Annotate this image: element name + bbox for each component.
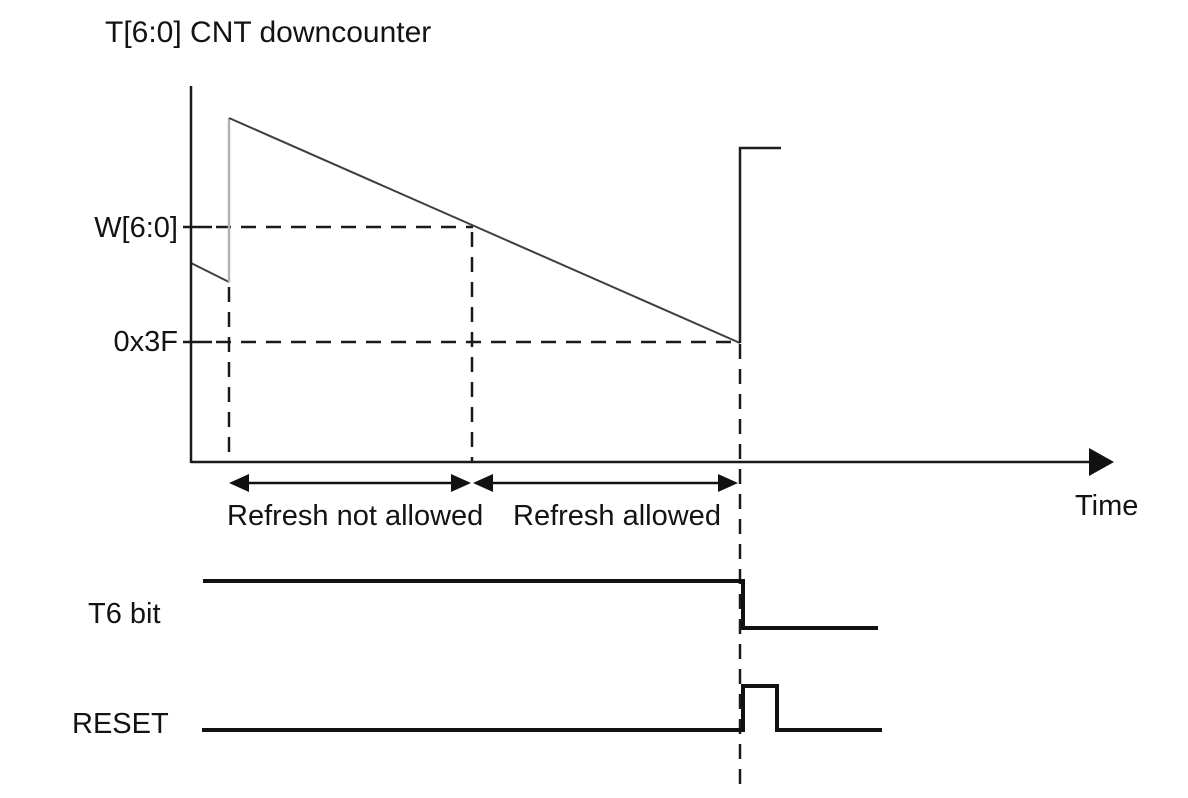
reset-signal-label: RESET [72,708,169,740]
refresh-allowed-arrow-left-head [473,474,493,492]
w-tick-label: W[6:0] [94,212,178,244]
refresh-allowed-arrow-right-head [718,474,738,492]
x-axis-arrowhead [1089,448,1114,476]
diagram-title: T[6:0] CNT downcounter [105,16,431,49]
refresh-not-allowed-arrow-left-head [229,474,249,492]
refresh-allowed-arrow [473,474,738,492]
counter-down-slope [228,117,741,344]
counter-initial-segment [190,262,230,283]
t6-signal-trace [203,579,878,630]
refresh-not-allowed-arrow [229,474,471,492]
refresh-not-allowed-label: Refresh not allowed [227,500,483,532]
hex3f-tick-label: 0x3F [114,326,178,358]
time-axis-label: Time [1075,490,1138,522]
reset-signal-trace [202,684,882,732]
t6-signal-label: T6 bit [88,598,161,630]
counter-reload-rise [738,146,781,343]
refresh-not-allowed-arrow-right-head [451,474,471,492]
refresh-allowed-label: Refresh allowed [513,500,721,532]
